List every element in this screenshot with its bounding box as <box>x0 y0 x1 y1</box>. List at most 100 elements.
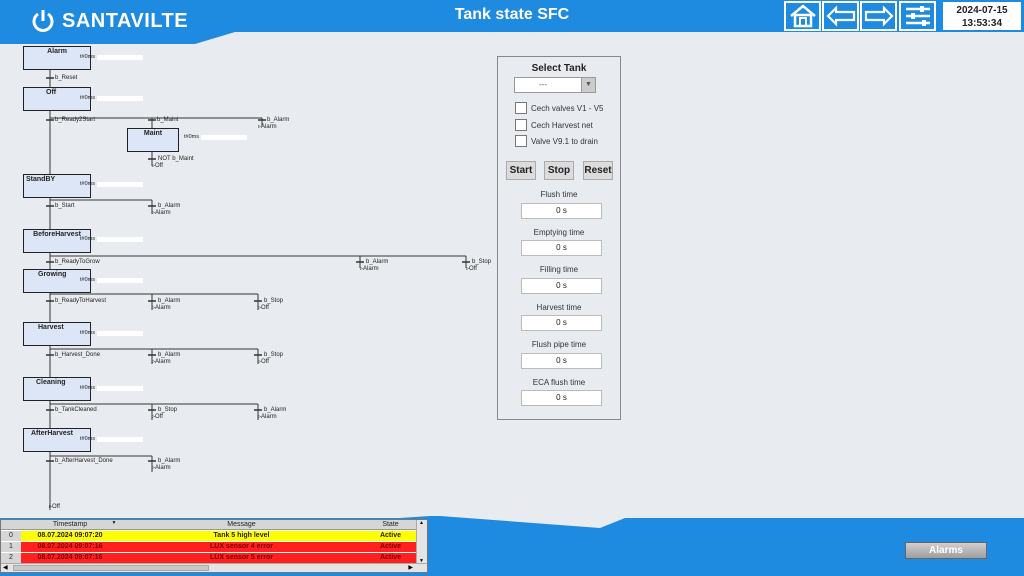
step-timer: t#0ms <box>80 277 143 283</box>
datetime-display: 2024-07-15 13:53:34 <box>942 1 1022 31</box>
alarm-table[interactable]: Timestamp ▼ Message State 0 08.07.2024 0… <box>0 519 428 573</box>
filling-time-field[interactable]: 0 s <box>521 278 602 294</box>
transition: b_Ready2Start <box>55 117 95 124</box>
alarm-row[interactable]: 0 08.07.2024 09:07:20 Tank 5 high level … <box>1 531 417 541</box>
column-header-state[interactable]: State <box>382 521 399 528</box>
transition-condition: NOT b_Maint <box>158 156 194 162</box>
transition-condition: b_Alarm <box>264 407 287 413</box>
alarm-row[interactable]: 2 08.07.2024 09:07:16 LUX sensor 5 error… <box>1 553 417 563</box>
sfc-step-beforeharvest[interactable]: BeforeHarvest <box>23 229 91 253</box>
transition: b_Alarm▹Alarm <box>152 298 181 311</box>
row-index: 2 <box>1 553 21 563</box>
column-header-message[interactable]: Message <box>227 521 256 528</box>
transition-condition: b_Stop <box>264 352 284 358</box>
flush-time-field[interactable]: 0 s <box>521 203 602 219</box>
alarm-timestamp: 08.07.2024 09:07:20 <box>37 532 103 539</box>
sort-icon[interactable]: ▼ <box>111 520 117 526</box>
scrollbar-thumb[interactable] <box>13 565 209 571</box>
scroll-left-icon[interactable]: ◀ <box>3 565 8 571</box>
home-button[interactable] <box>784 1 821 31</box>
jump-target: Off <box>155 414 163 420</box>
transition-condition: b_ReadyToHarvest <box>55 298 107 304</box>
sfc-step-alarm[interactable]: Alarm <box>23 46 91 70</box>
transition: b_Stop▹Off <box>466 259 492 272</box>
sfc-step-growing[interactable]: Growing <box>23 269 91 293</box>
jump-target: Alarm <box>155 210 171 216</box>
back-button[interactable] <box>822 1 859 31</box>
checkbox[interactable] <box>515 102 527 114</box>
start-button[interactable]: Start <box>506 161 536 180</box>
column-header-timestamp[interactable]: Timestamp <box>52 521 88 528</box>
alarm-timestamp: 08.07.2024 09:07:16 <box>37 554 103 561</box>
transition: b_Stop▹Off <box>152 407 178 420</box>
eca-flush-time-field[interactable]: 0 s <box>521 390 602 406</box>
alarms-button[interactable]: Alarms <box>905 542 987 559</box>
timer-bar <box>200 134 247 140</box>
scroll-right-icon[interactable]: ▶ <box>408 565 413 571</box>
sfc-step-standby[interactable]: StandBY <box>23 174 91 198</box>
forward-button[interactable] <box>860 1 897 31</box>
transition: b_Alarm▹Alarm <box>152 203 181 216</box>
horizontal-scrollbar[interactable]: ◀ ▶ <box>1 563 427 572</box>
checkbox-valves[interactable]: Cech valves V1 - V5 <box>515 102 603 114</box>
transition: b_Stop▹Off <box>258 298 284 311</box>
brand-logo: SANTAVILTE <box>30 8 188 34</box>
chevron-down-icon[interactable]: ▼ <box>581 78 595 92</box>
checkbox[interactable] <box>515 119 527 131</box>
jump-target: Off <box>155 163 163 169</box>
tank-select[interactable]: --- ▼ <box>514 77 596 93</box>
transition-condition: b_AfterHarvest_Done <box>55 458 113 464</box>
date-text: 2024-07-15 <box>956 5 1008 16</box>
transition-condition: b_Ready2Start <box>55 117 96 123</box>
sfc-step-maint[interactable]: Maint <box>127 128 179 152</box>
timer-label: t#0ms <box>80 181 95 187</box>
timer-label: t#0ms <box>80 95 95 101</box>
checkbox[interactable] <box>515 135 527 147</box>
sfc-diagram: Alarm t#0ms Off t#0ms Maint t#0ms StandB… <box>0 0 500 520</box>
jump-target: Off <box>261 359 269 365</box>
harvest-time-field[interactable]: 0 s <box>521 315 602 331</box>
power-icon <box>32 10 54 32</box>
sfc-step-harvest[interactable]: Harvest <box>23 322 91 346</box>
step-timer: t#0ms <box>80 54 143 60</box>
step-label: StandBY <box>26 176 56 183</box>
step-timer: t#0ms <box>80 181 143 187</box>
timer-bar <box>96 385 143 391</box>
step-timer: t#0ms <box>80 436 143 442</box>
flush-pipe-time-field[interactable]: 0 s <box>521 353 602 369</box>
final-jump: ▹Off <box>49 504 60 510</box>
step-timer: t#0ms <box>80 95 143 101</box>
tank-select-value: --- <box>539 80 547 89</box>
sfc-step-off[interactable]: Off <box>23 87 91 111</box>
brand-name: SANTAVILTE <box>62 9 189 32</box>
flush-pipe-time-label: Flush pipe time <box>531 340 587 349</box>
jump-target: Alarm <box>261 414 277 420</box>
stop-button[interactable]: Stop <box>544 161 574 180</box>
transition-condition: b_ReadyToGrow <box>55 259 100 265</box>
settings-sliders-icon <box>905 6 930 26</box>
checkbox-valve-drain[interactable]: Valve V9.1 to drain <box>515 135 598 147</box>
alarm-table-header: Timestamp ▼ Message State <box>1 520 427 530</box>
reset-button[interactable]: Reset <box>583 161 613 180</box>
settings-button[interactable] <box>899 1 936 31</box>
scroll-down-icon[interactable]: ▼ <box>419 558 424 564</box>
timer-bar <box>96 181 143 187</box>
alarm-row[interactable]: 1 08.07.2024 09:07:16 LUX sensor 4 error… <box>1 542 417 552</box>
checkbox-harvest-net[interactable]: Cech Harvest net <box>515 119 593 131</box>
home-icon <box>789 4 816 28</box>
transition: b_TankCleaned <box>55 407 97 414</box>
transition-condition: b_Alarm <box>158 203 181 209</box>
jump-target: Alarm <box>261 124 277 130</box>
transition-condition: b_Start <box>55 203 75 209</box>
flush-time-label: Flush time <box>540 190 578 199</box>
transition: b_Alarm▹Alarm <box>258 117 290 130</box>
sfc-step-afterharvest[interactable]: AfterHarvest <box>23 428 91 452</box>
transition-condition: b_Alarm <box>158 458 181 464</box>
jump-target: Alarm <box>155 305 171 311</box>
vertical-scrollbar[interactable]: ▲ ▼ <box>416 520 427 564</box>
sfc-step-cleaning[interactable]: Cleaning <box>23 377 91 401</box>
scroll-up-icon[interactable]: ▲ <box>419 520 424 526</box>
emptying-time-field[interactable]: 0 s <box>521 240 602 256</box>
transition: b_Alarm▹Alarm <box>152 458 181 471</box>
